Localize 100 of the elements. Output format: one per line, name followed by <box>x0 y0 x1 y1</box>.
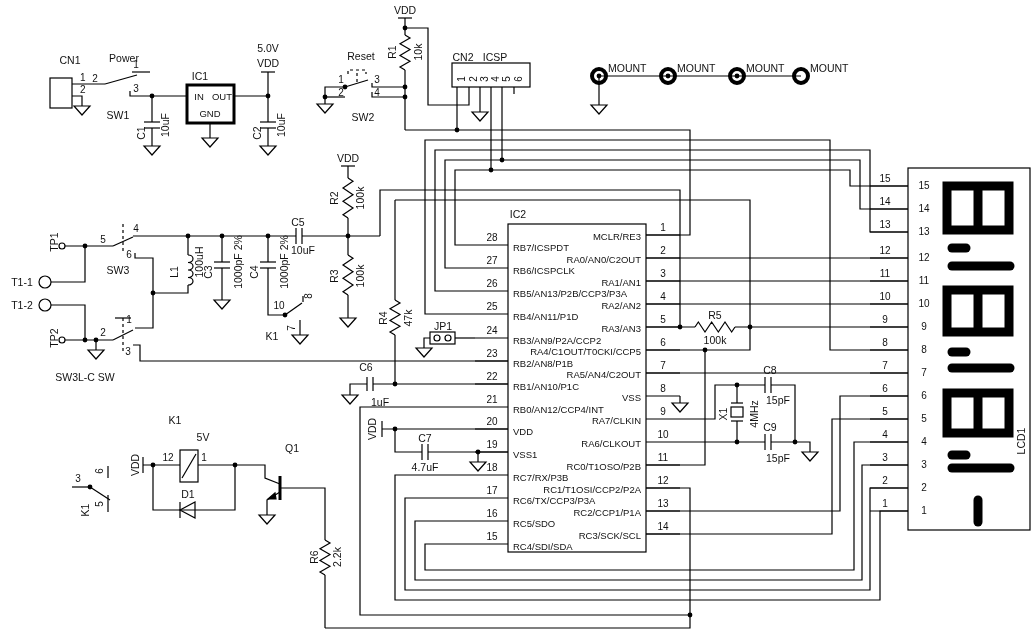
pin-name: VSS <box>622 392 641 403</box>
pin-name: VDD <box>513 427 534 437</box>
pin-number: 2 <box>92 74 98 84</box>
pin-number: 6 <box>921 391 927 401</box>
pin-number: 13 <box>879 220 891 230</box>
component-label: C2 <box>251 126 263 140</box>
component-label: T1-2 <box>11 299 33 311</box>
pin-number: 4 <box>491 76 501 82</box>
pin-number: 10 <box>657 430 669 440</box>
pin-number: 12 <box>879 246 891 256</box>
pin-name: RC3/SCK/SCL <box>578 530 641 541</box>
pin-number: 1 <box>201 453 207 463</box>
component-label: X1 <box>717 407 729 421</box>
component-label: R2 <box>328 191 340 205</box>
net-label: VDD <box>256 57 280 69</box>
component-label: SW3 <box>106 264 130 276</box>
pin-number: 3 <box>660 269 666 279</box>
value-label: 1000pF 2% <box>232 235 244 289</box>
pin-number: 4 <box>660 292 666 302</box>
pin-number: 18 <box>486 463 498 473</box>
pin-number: 25 <box>486 302 498 312</box>
pin-name: IN <box>194 92 204 102</box>
value-label: 100k <box>354 186 366 210</box>
value-label: 100k <box>703 334 727 346</box>
pin-name: RB4/AN11/P1D <box>513 312 579 322</box>
component-label: C9 <box>763 421 777 433</box>
pin-name: RC0/T1OSO/P2B <box>566 461 641 472</box>
component-label: CN2 <box>452 51 474 63</box>
pin-number: 8 <box>882 338 888 348</box>
pin-number: 3 <box>75 474 81 484</box>
component-label: IC2 <box>509 208 527 220</box>
pin-name: RC1/T1OSI/CCP2/P2A <box>543 484 641 495</box>
component-label: TP1 <box>48 232 60 252</box>
pin-number: 9 <box>660 407 666 417</box>
pin-name: RA7/CLKIN <box>591 415 641 426</box>
pin-number: 3 <box>133 84 139 94</box>
pin-number: 5 <box>882 407 888 417</box>
pin-number: 28 <box>486 233 498 243</box>
pin-number: 1 <box>660 223 666 233</box>
component-label: T1-1 <box>11 276 33 288</box>
component-label: K1 <box>79 503 91 517</box>
value-label: 5.0V <box>257 42 279 54</box>
pin-name: MCLR/RE3 <box>592 231 641 242</box>
value-label: 10uF <box>275 113 287 137</box>
pin-name: RA4/C1OUT/T0CKI/CCP5 <box>530 346 641 357</box>
pin-name: RA1/AN1 <box>601 277 641 288</box>
pin-name: RB3/AN9/P2A/CCP2 <box>513 336 602 346</box>
component-label: TP2 <box>48 328 60 348</box>
value-label: 4MHz <box>748 400 760 428</box>
pin-name: RB2/AN8/P1B <box>513 359 574 369</box>
pin-name: RC4/SDI/SDA <box>513 542 573 552</box>
pin-number: 3 <box>921 460 927 470</box>
pin-number: 1 <box>921 506 927 516</box>
pin-number: 6 <box>882 384 888 394</box>
pin-number: 10 <box>273 301 285 311</box>
pin-name: OUT <box>211 92 233 102</box>
pin-number: 8 <box>660 384 666 394</box>
value-label: 10uF <box>291 244 315 256</box>
component-label: IC1 <box>191 70 209 82</box>
component-label: C3 <box>202 265 214 279</box>
pin-number: 3 <box>480 76 490 82</box>
component-label: R6 <box>308 550 320 564</box>
pin-number: 15 <box>879 174 891 184</box>
pin-number: 7 <box>660 361 666 371</box>
pin-number: 10 <box>879 292 891 302</box>
pin-number: 2 <box>660 246 666 256</box>
value-label: 10k <box>412 43 424 61</box>
net-label: VDD <box>393 4 417 16</box>
pin-number: 6 <box>660 338 666 348</box>
pin-number: 14 <box>918 204 930 214</box>
pin-name: RB5/AN13/P2B/CCP3/P3A <box>513 289 628 299</box>
pin-number: 6 <box>126 250 132 260</box>
value-label: 100uH <box>193 246 205 278</box>
pin-number: 16 <box>486 509 498 519</box>
value-label: 47k <box>402 309 414 327</box>
component-label: C6 <box>359 361 373 373</box>
component-label: CN1 <box>59 54 81 66</box>
component-label: C1 <box>135 126 147 140</box>
pin-number: 6 <box>95 468 105 474</box>
pin-name: VSS1 <box>513 450 538 460</box>
pin-name: RB6/ICSPCLK <box>513 266 575 276</box>
value-label: 15pF <box>766 394 790 406</box>
pin-number: 9 <box>882 315 888 325</box>
pin-number: 1 <box>126 315 132 325</box>
pin-number: 13 <box>918 227 930 237</box>
pin-name: GND <box>199 109 221 119</box>
value-label: 15pF <box>766 452 790 464</box>
pin-number: 2 <box>469 76 479 82</box>
component-label: SW2 <box>351 111 375 123</box>
pin-number: 13 <box>657 499 669 509</box>
component-label: D1 <box>181 488 195 500</box>
pin-number: 14 <box>879 197 891 207</box>
component-label: C8 <box>763 364 777 376</box>
component-label: R5 <box>708 309 722 321</box>
value-label: 1uF <box>370 396 390 408</box>
pin-number: 10 <box>918 299 930 309</box>
pin-number: 11 <box>879 269 891 279</box>
net-label: VDD <box>129 453 141 477</box>
pin-number: 1 <box>133 60 139 70</box>
pin-number: 26 <box>486 279 498 289</box>
